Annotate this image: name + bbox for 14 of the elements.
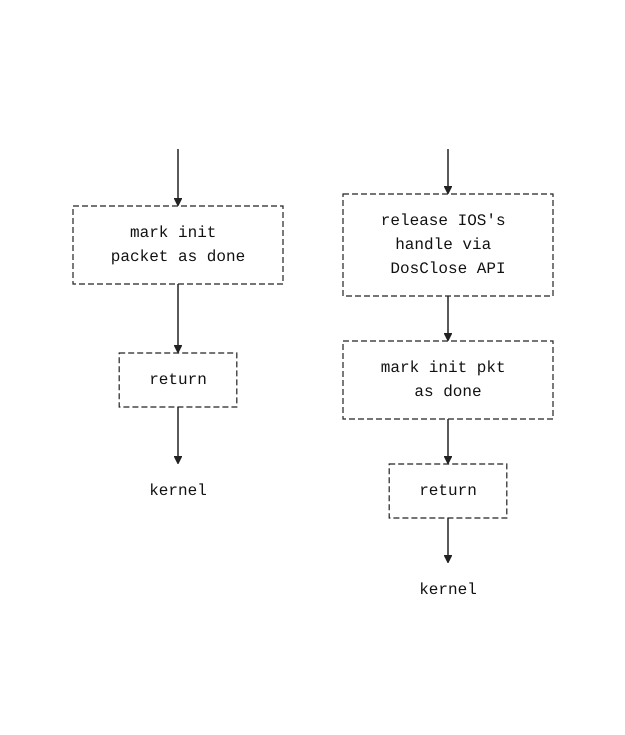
arrow: [443, 148, 452, 194]
node-box: release IOS's handle via DosClose API: [342, 192, 554, 296]
node-text: kernel: [148, 482, 206, 500]
node-box: return: [388, 462, 507, 518]
arrow: [443, 418, 452, 464]
node-box: mark init pkt as done: [342, 340, 554, 420]
arrow: [173, 406, 182, 464]
node-text: kernel: [418, 580, 476, 598]
arrow: [443, 518, 452, 563]
arrow: [173, 284, 182, 353]
node-box: return: [118, 352, 237, 408]
arrow: [173, 148, 182, 206]
arrow: [443, 296, 452, 341]
node-box: mark init packet as done: [72, 204, 284, 284]
